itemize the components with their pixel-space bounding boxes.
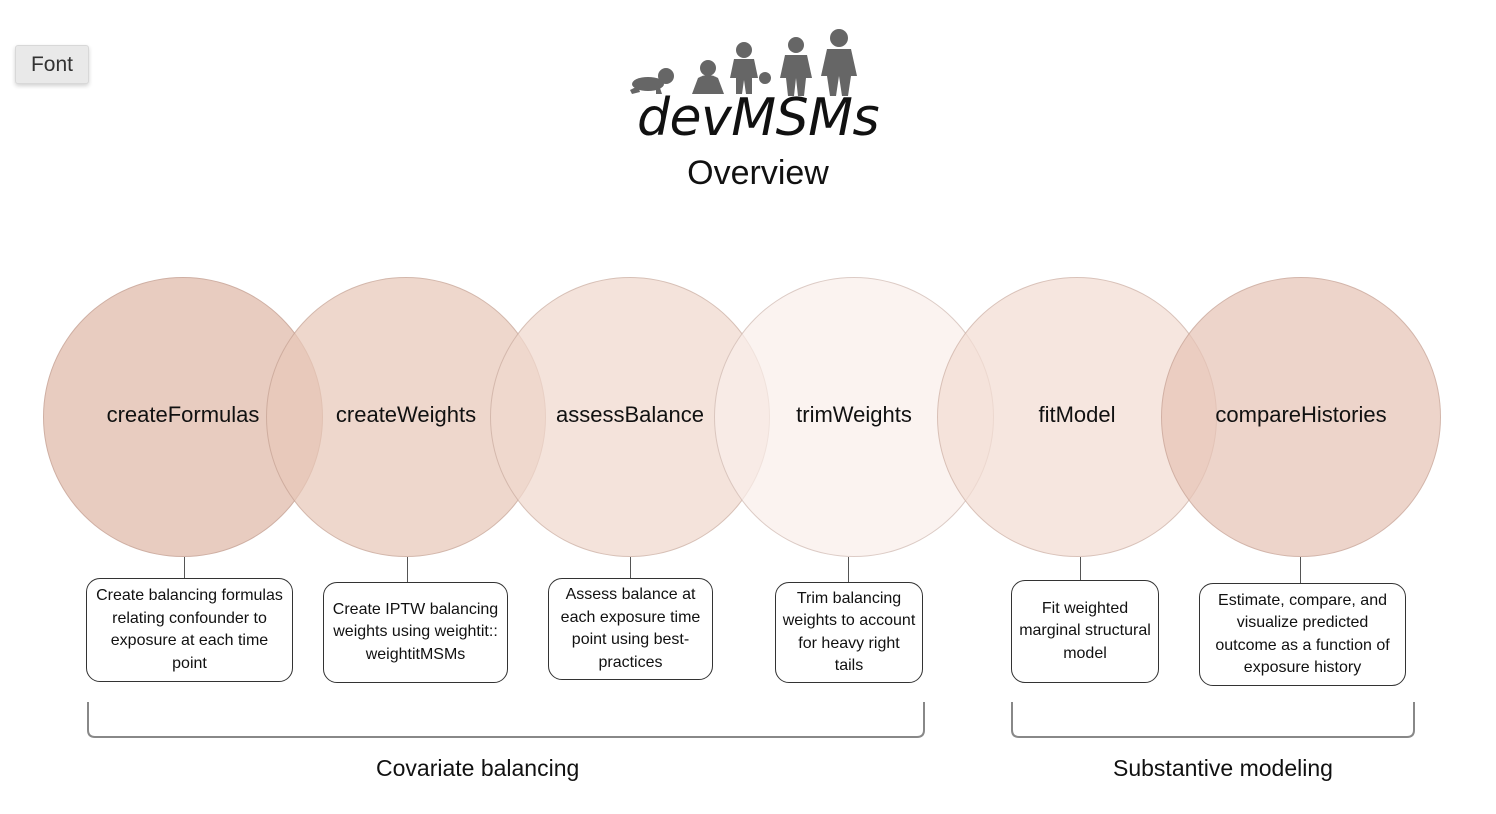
covariate-balancing-bracket	[87, 702, 925, 738]
step-description-createWeights: Create IPTW balancing weights using weig…	[323, 582, 508, 683]
connector-line	[848, 557, 849, 582]
connector-line	[1080, 557, 1081, 580]
step-description-assessBalance: Assess balance at each exposure time poi…	[548, 578, 713, 680]
step-label-createWeights: createWeights	[335, 402, 477, 427]
step-label-createFormulas: createFormulas	[106, 402, 260, 427]
step-label-trimWeights: trimWeights	[796, 402, 912, 427]
connector-line	[184, 557, 185, 578]
connector-line	[407, 557, 408, 582]
connector-line	[1300, 557, 1301, 583]
step-description-createFormulas: Create balancing formulas relating confo…	[86, 578, 293, 682]
step-label-fitModel: fitModel	[1038, 402, 1116, 427]
app-title: devMSMs	[636, 88, 880, 148]
step-label-assessBalance: assessBalance	[556, 402, 704, 427]
font-button[interactable]: Font	[15, 45, 89, 84]
step-label-compareHistories: compareHistories	[1215, 402, 1387, 427]
connector-line	[630, 557, 631, 578]
step-description-compareHistories: Estimate, compare, and visualize predict…	[1199, 583, 1406, 686]
step-description-trimWeights: Trim balancing weights to account for he…	[775, 582, 923, 683]
step-circle-compareHistories	[1161, 277, 1441, 557]
group-label-substantive-modeling: Substantive modeling	[1113, 755, 1333, 781]
page-subtitle: Overview	[687, 154, 829, 192]
group-label-covariate-balancing: Covariate balancing	[376, 755, 580, 781]
step-circle-trimWeights	[714, 277, 994, 557]
children-growth-silhouettes-icon	[630, 29, 857, 96]
substantive-modeling-bracket	[1011, 702, 1415, 738]
step-description-fitModel: Fit weighted marginal structural model	[1011, 580, 1159, 683]
